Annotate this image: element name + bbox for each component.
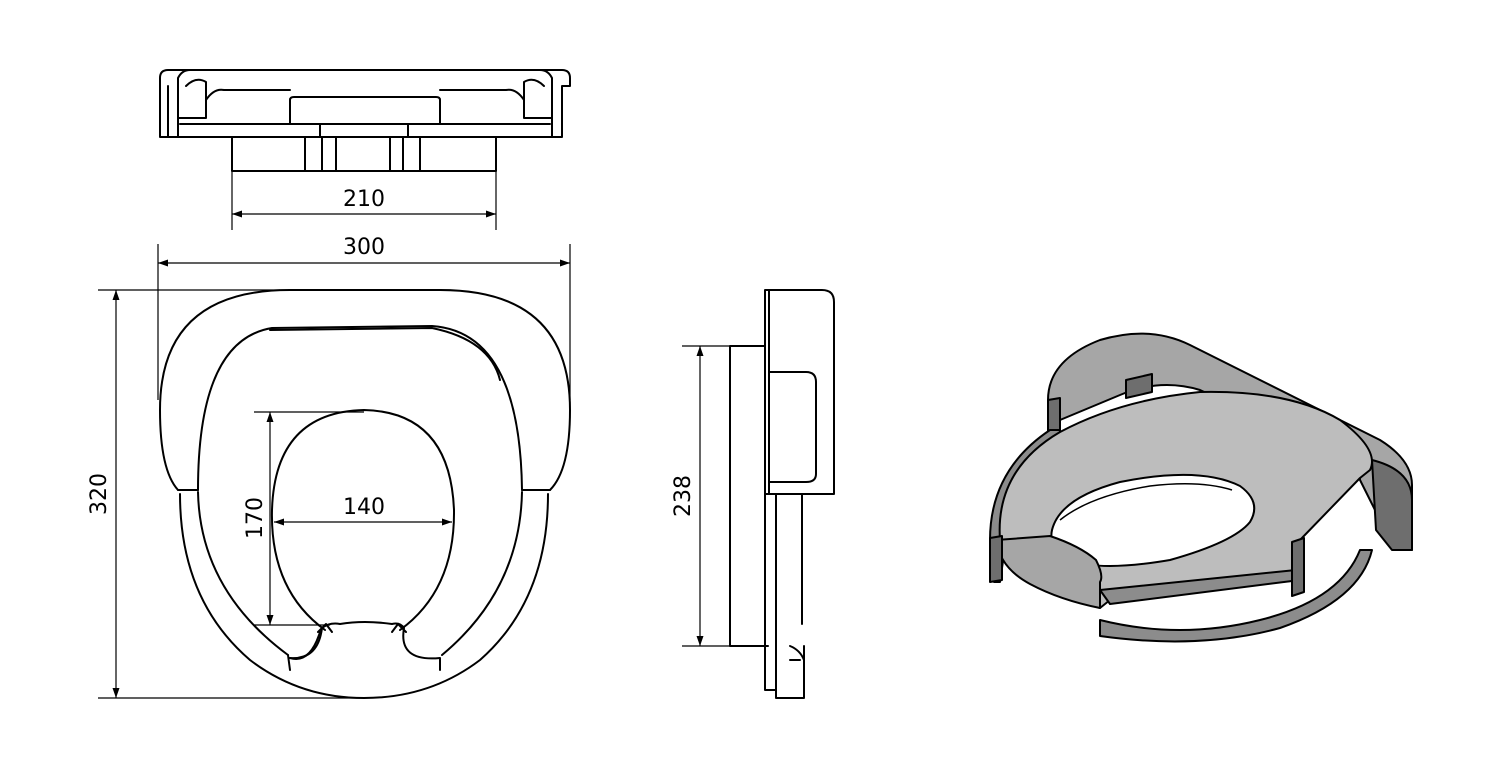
dim-base-width-label: 210 xyxy=(343,187,385,212)
isometric-view xyxy=(989,332,1413,643)
side-view: 238 xyxy=(671,289,835,699)
front-view: 210 xyxy=(159,69,571,230)
dim-opening-width-label: 140 xyxy=(343,495,385,520)
dim-overall-width-label: 300 xyxy=(343,235,385,260)
dim-overall-length-label: 320 xyxy=(87,473,112,515)
dim-opening-length-label: 170 xyxy=(243,497,268,539)
dim-side-height-label: 238 xyxy=(671,475,696,517)
plan-view: 300 320 170 140 xyxy=(87,235,571,699)
